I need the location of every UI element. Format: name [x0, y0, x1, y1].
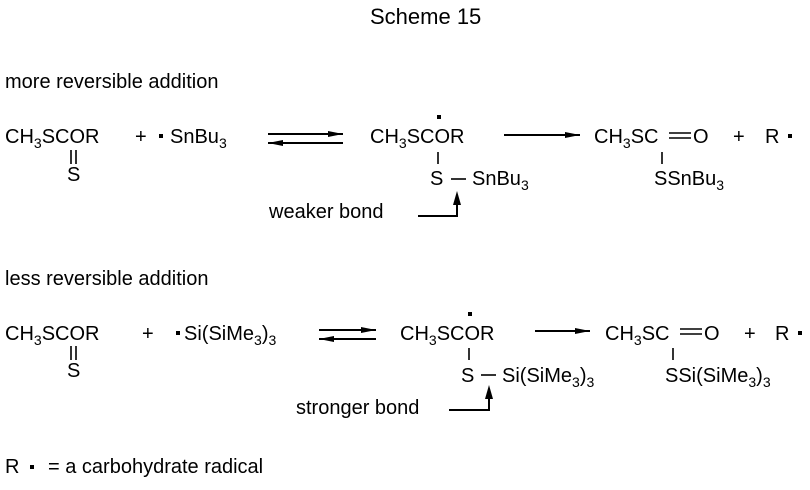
- row1-product-c-o-double-bond: [669, 132, 691, 139]
- subscript: 3: [716, 177, 725, 193]
- formula-part: SCOR: [41, 126, 100, 148]
- row2-reactant: CH3SCOR: [5, 323, 100, 347]
- radical-dot-icon: [798, 331, 802, 335]
- subscript: 3: [428, 332, 437, 348]
- formula-part: SSnBu: [654, 168, 717, 190]
- row2-adduct-group: Si(SiMe3)3: [502, 365, 594, 389]
- radical-dot-icon: [437, 115, 441, 119]
- row1-product-s-group: SSnBu3: [654, 168, 724, 192]
- formula-part: ): [261, 323, 269, 345]
- row2-thiocarbonyl-s: S: [67, 360, 81, 382]
- footnote-text: = a carbohydrate radical: [48, 456, 264, 478]
- row1-annotation: weaker bond: [269, 201, 384, 223]
- row1-adduct-group: SnBu3: [472, 168, 529, 192]
- row1-thiocarbonyl-s: S: [67, 164, 81, 186]
- formula-part: SC: [641, 323, 670, 345]
- radical-dot-icon: [176, 331, 180, 335]
- row1-plus-1: +: [135, 126, 147, 148]
- row1-c-s-double-bond: [70, 150, 77, 164]
- row2-c-s-double-bond: [70, 346, 77, 360]
- formula-part: SSi(SiMe: [665, 365, 749, 387]
- row1-plus-2: +: [733, 126, 745, 148]
- formula-part: SnBu: [170, 126, 219, 148]
- formula-part: ): [579, 365, 587, 387]
- row2-reaction-arrow-icon: [535, 328, 590, 334]
- subscript: 3: [586, 374, 595, 390]
- row1-heading: more reversible addition: [5, 71, 219, 93]
- row2-adduct-s: S: [461, 365, 475, 387]
- row2-product-oxygen: O: [704, 323, 720, 345]
- subscript: 3: [622, 135, 631, 151]
- radical-dot-icon: [788, 134, 792, 138]
- formula-part: SC: [630, 126, 659, 148]
- row2-annotation: stronger bond: [296, 397, 420, 419]
- formula-part: CH: [400, 323, 429, 345]
- subscript: 3: [268, 332, 277, 348]
- subscript: 3: [572, 374, 580, 390]
- row1-product-oxygen: O: [693, 126, 709, 148]
- row2-plus-1: +: [142, 323, 154, 345]
- row2-equilibrium-arrows-icon: [319, 327, 376, 342]
- row1-annotation-pointer-icon: [418, 191, 461, 217]
- formula-part: CH: [370, 126, 399, 148]
- formula-part: CH: [605, 323, 634, 345]
- subscript: 3: [748, 374, 757, 390]
- subscript: 3: [218, 135, 227, 151]
- row2-radical: R: [775, 323, 790, 345]
- row1-reaction-arrow-icon: [504, 132, 580, 138]
- row1-adduct-s: S: [430, 168, 444, 190]
- row2-heading: less reversible addition: [5, 268, 209, 290]
- radical-dot-icon: [30, 465, 34, 469]
- formula-part: Si(SiMe: [184, 323, 255, 345]
- formula-part: CH: [5, 323, 34, 345]
- row2-annotation-pointer-icon: [449, 385, 493, 411]
- row2-product-c-o-double-bond: [680, 328, 702, 335]
- formula-part: SCOR: [406, 126, 465, 148]
- formula-part: CH: [594, 126, 623, 148]
- row2-product-s-group: SSi(SiMe3)3: [665, 365, 771, 389]
- subscript: 3: [762, 374, 771, 390]
- formula-part: CH: [5, 126, 34, 148]
- formula-part: Si(SiMe: [502, 365, 573, 387]
- radical-dot-icon: [159, 134, 163, 138]
- formula-part: SCOR: [436, 323, 495, 345]
- row2-adduct: CH3SCOR: [400, 323, 495, 347]
- formula-part: SCOR: [41, 323, 100, 345]
- subscript: 3: [520, 177, 529, 193]
- row1-equilibrium-arrows-icon: [268, 131, 343, 146]
- subscript: 3: [398, 135, 407, 151]
- formula-part: ): [756, 365, 763, 387]
- row2-product: CH3SC: [605, 323, 670, 347]
- row1-reagent: SnBu3: [170, 126, 227, 150]
- row2-plus-2: +: [744, 323, 756, 345]
- row1-radical: R: [765, 126, 780, 148]
- row1-adduct: CH3SCOR: [370, 126, 465, 150]
- subscript: 3: [33, 332, 42, 348]
- row1-reactant: CH3SCOR: [5, 126, 100, 150]
- scheme-title: Scheme 15: [370, 4, 482, 29]
- radical-dot-icon: [468, 312, 472, 316]
- subscript: 3: [254, 332, 262, 348]
- row2-reagent: Si(SiMe3)3: [184, 323, 276, 347]
- subscript: 3: [33, 135, 42, 151]
- footnote-radical: R: [5, 456, 20, 478]
- row1-product: CH3SC: [594, 126, 659, 150]
- subscript: 3: [633, 332, 642, 348]
- formula-part: SnBu: [472, 168, 521, 190]
